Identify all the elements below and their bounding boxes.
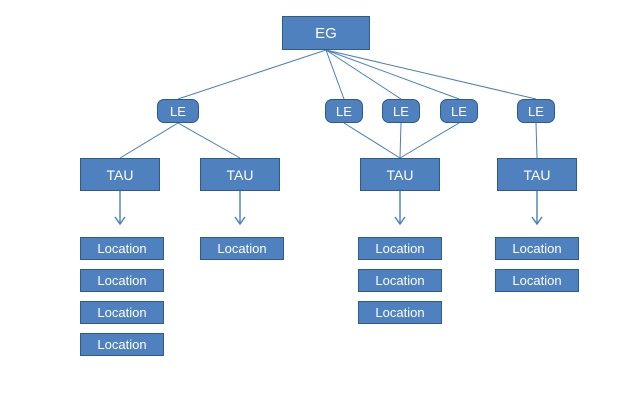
node-location-1-1[interactable]: Location [80,237,164,260]
edge-eg-to-le [325,49,345,100]
arrow-tau-to-location [394,191,406,226]
node-location-1-2[interactable]: Location [80,269,164,292]
node-le-1[interactable]: LE [157,99,199,123]
node-tau-4[interactable]: TAU [497,158,577,191]
node-eg[interactable]: EG [282,16,370,50]
arrow-tau-to-location [531,191,543,226]
node-le-3[interactable]: LE [382,99,420,123]
node-location-2-1[interactable]: Location [200,237,284,260]
edge-le-to-tau [399,122,402,159]
edge-eg-to-le [177,49,327,100]
edge-le-to-tau [177,122,241,159]
node-location-4-2[interactable]: Location [495,269,579,292]
arrow-tau-to-location [114,191,126,226]
node-tau-2[interactable]: TAU [200,158,280,191]
node-le-4[interactable]: LE [440,99,478,123]
node-location-4-1[interactable]: Location [495,237,579,260]
node-tau-1[interactable]: TAU [80,158,160,191]
node-location-3-1[interactable]: Location [358,237,442,260]
edge-le-to-tau [119,122,179,159]
edge-eg-to-le [325,49,460,100]
node-location-1-3[interactable]: Location [80,301,164,324]
edge-le-to-tau [399,122,460,159]
node-location-1-4[interactable]: Location [80,333,164,356]
node-le-2[interactable]: LE [325,99,363,123]
edge-eg-to-le [325,49,537,100]
edge-le-to-tau [343,122,401,159]
arrow-tau-to-location [234,191,246,226]
node-location-3-3[interactable]: Location [358,301,442,324]
node-le-5[interactable]: LE [517,99,555,123]
node-location-3-2[interactable]: Location [358,269,442,292]
edge-eg-to-le [325,49,402,100]
edge-le-to-tau [535,122,538,159]
node-tau-3[interactable]: TAU [360,158,440,191]
